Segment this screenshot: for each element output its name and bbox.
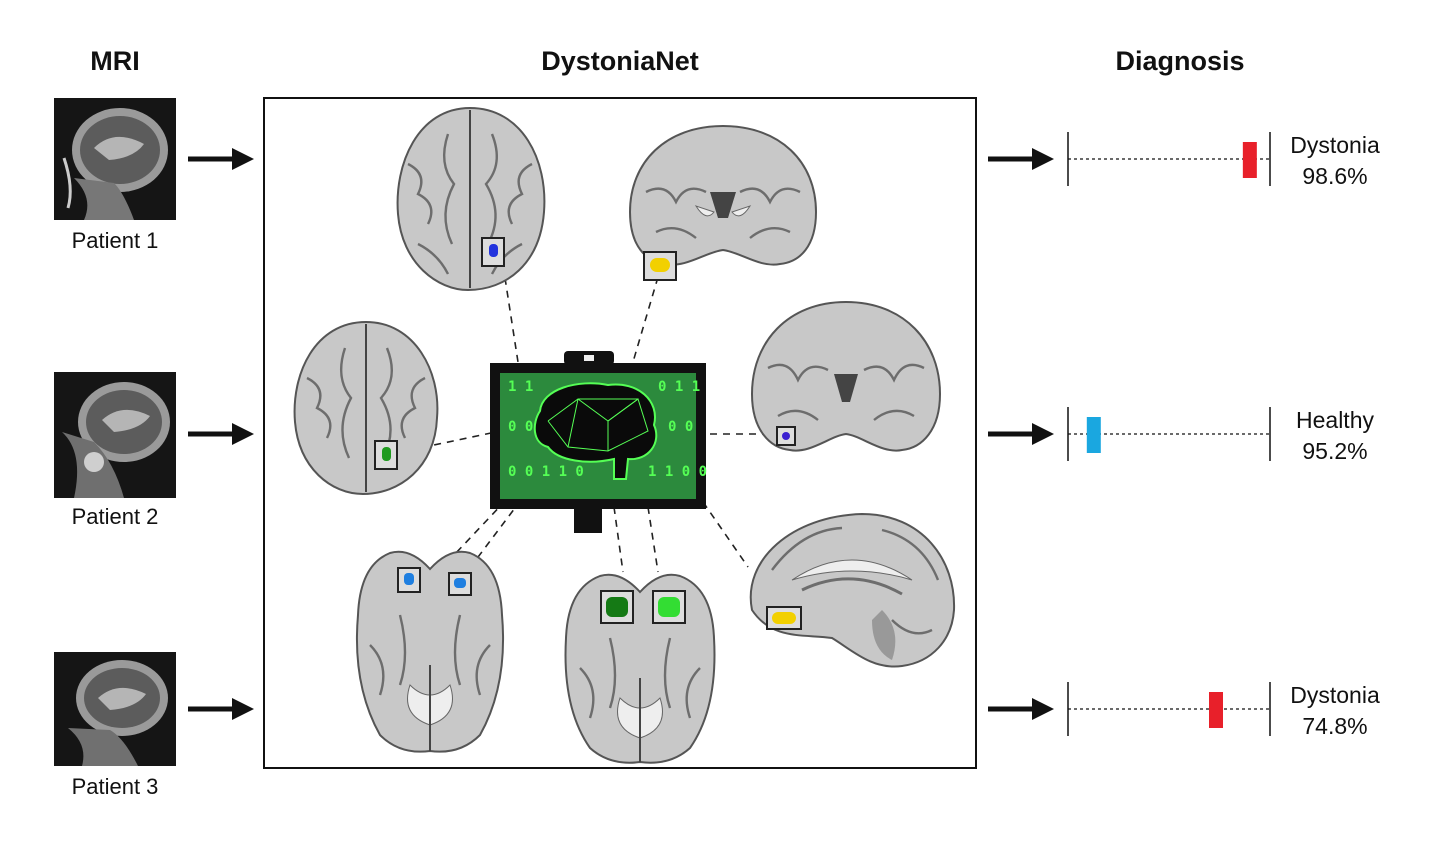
diagnosis-result-3: Dystonia 74.8%	[1270, 680, 1400, 742]
diagnosis-scale-1	[1067, 132, 1271, 186]
diagnosis-percent: 95.2%	[1302, 438, 1368, 464]
region-purple	[782, 432, 790, 440]
diagnosis-marker	[1242, 142, 1257, 178]
region-brightgreen	[658, 597, 680, 617]
axial-brain-bottom-left	[350, 545, 510, 757]
binary-text: 1 1 0 0	[648, 464, 707, 480]
binary-text: 0 0	[508, 419, 533, 435]
roi-box	[481, 237, 505, 267]
diagnosis-marker	[1209, 692, 1223, 728]
patient-label-3: Patient 3	[71, 774, 159, 799]
arrow-right-icon	[988, 148, 1054, 170]
arrow-right-icon	[188, 698, 254, 720]
diagnosis-percent: 74.8%	[1302, 713, 1368, 739]
mri-scan-patient-1	[54, 98, 176, 220]
diagnosis-result-1: Dystonia 98.6%	[1270, 130, 1400, 192]
arrow-right-icon	[188, 148, 254, 170]
binary-text: 0 0	[668, 419, 693, 435]
roi-box	[600, 590, 634, 624]
diagnosis-label: Healthy	[1296, 407, 1374, 433]
roi-box	[776, 426, 796, 446]
region-blue	[488, 244, 498, 257]
region-lightblue	[454, 578, 466, 588]
dystonianet-title: DystoniaNet	[541, 46, 699, 76]
binary-text: 1 1	[508, 379, 533, 395]
region-yellow	[650, 258, 670, 272]
binary-text: 0 1 1	[658, 379, 700, 395]
roi-box	[448, 572, 472, 596]
region-lightblue	[404, 573, 414, 585]
arrow-right-icon	[988, 698, 1054, 720]
dystonianet-panel	[263, 97, 977, 769]
diagnosis-scale-2	[1067, 407, 1271, 461]
region-darkgreen	[606, 597, 628, 617]
axial-brain-top	[388, 104, 552, 294]
axial-brain-bottom-center	[560, 568, 720, 768]
roi-box	[397, 567, 421, 593]
coronal-brain-right	[748, 298, 944, 466]
mri-column-title: MRI	[90, 46, 140, 76]
sagittal-brain	[742, 510, 958, 670]
patient-label-2: Patient 2	[71, 504, 159, 529]
roi-box	[374, 440, 398, 470]
computer-monitor-icon: 1 1 0 1 1 0 0 0 0 0 0 1 1 0 1 1 0 0	[488, 351, 708, 535]
region-yellow	[772, 612, 796, 624]
roi-box	[766, 606, 802, 630]
diagnosis-result-2: Healthy 95.2%	[1270, 405, 1400, 467]
binary-text: 0 0 1 1 0	[508, 464, 584, 480]
diagnosis-column-title: Diagnosis	[1115, 46, 1245, 76]
diagnosis-label: Dystonia	[1290, 132, 1380, 158]
arrow-right-icon	[988, 423, 1054, 445]
mri-scan-patient-3	[54, 652, 176, 766]
roi-box	[652, 590, 686, 624]
axial-brain-left	[287, 318, 445, 498]
mri-scan-patient-2	[54, 372, 176, 498]
region-green	[381, 447, 391, 461]
diagnosis-marker	[1086, 417, 1101, 453]
roi-box	[643, 251, 677, 281]
arrow-right-icon	[188, 423, 254, 445]
diagnosis-label: Dystonia	[1290, 682, 1380, 708]
diagnosis-percent: 98.6%	[1302, 163, 1368, 189]
diagnosis-scale-3	[1067, 682, 1271, 736]
coronal-brain-top	[626, 122, 820, 282]
patient-label-1: Patient 1	[71, 228, 159, 253]
